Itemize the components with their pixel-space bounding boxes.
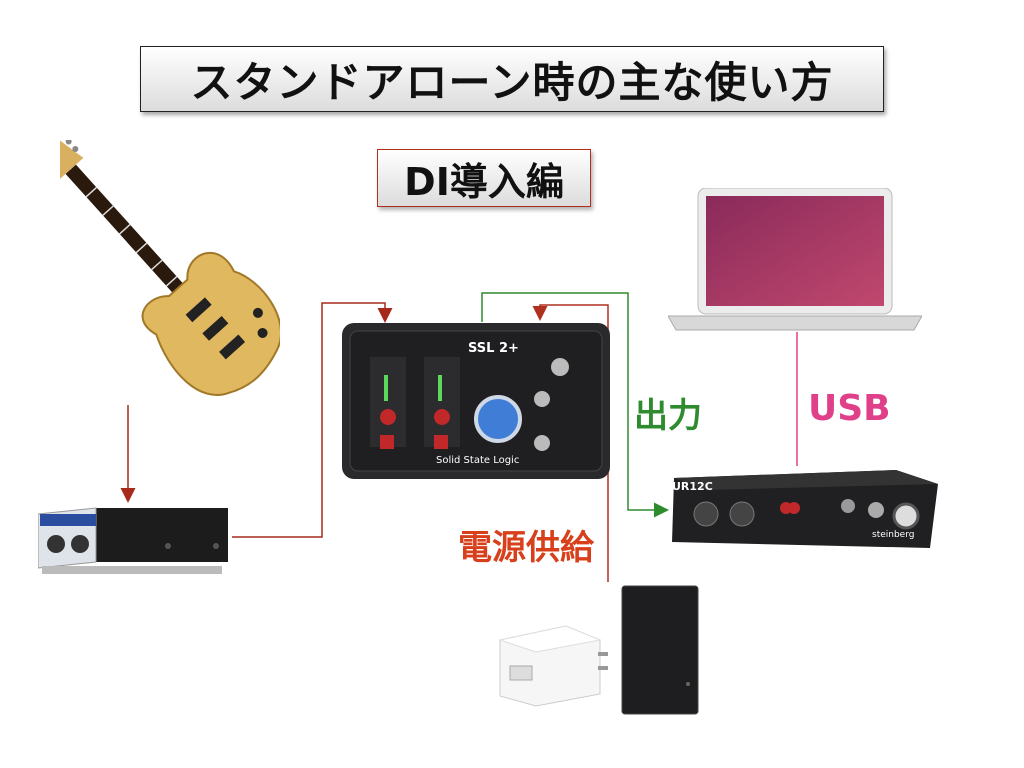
subtitle-box: DI導入編	[377, 149, 591, 207]
ssl-audio-interface: SSL 2+ Solid State Logic	[342, 317, 610, 481]
power-label: 電源供給	[458, 528, 594, 568]
di-box-icon	[38, 507, 228, 574]
usb-label: USB	[808, 388, 891, 429]
output-line	[481, 292, 669, 518]
ur-maker-text: steinberg	[872, 530, 915, 540]
title-box: スタンドアローン時の主な使い方	[140, 46, 884, 112]
page-title: スタンドアローン時の主な使い方	[190, 57, 834, 107]
page-subtitle: DI導入編	[404, 159, 564, 204]
ssl-model-text: SSL 2+	[468, 341, 519, 356]
di-to-ssl-line	[232, 302, 393, 538]
electric-guitar-icon	[60, 140, 280, 396]
ssl-maker-text: Solid State Logic	[436, 455, 520, 466]
mobile-battery-icon	[621, 585, 699, 715]
output-label: 出力	[634, 396, 702, 436]
steinberg-audio-interface: UR12C steinberg	[666, 466, 938, 548]
ur-model-text: UR12C	[672, 480, 713, 493]
laptop-icon	[668, 188, 922, 331]
usb-power-adapter-icon	[498, 625, 608, 707]
